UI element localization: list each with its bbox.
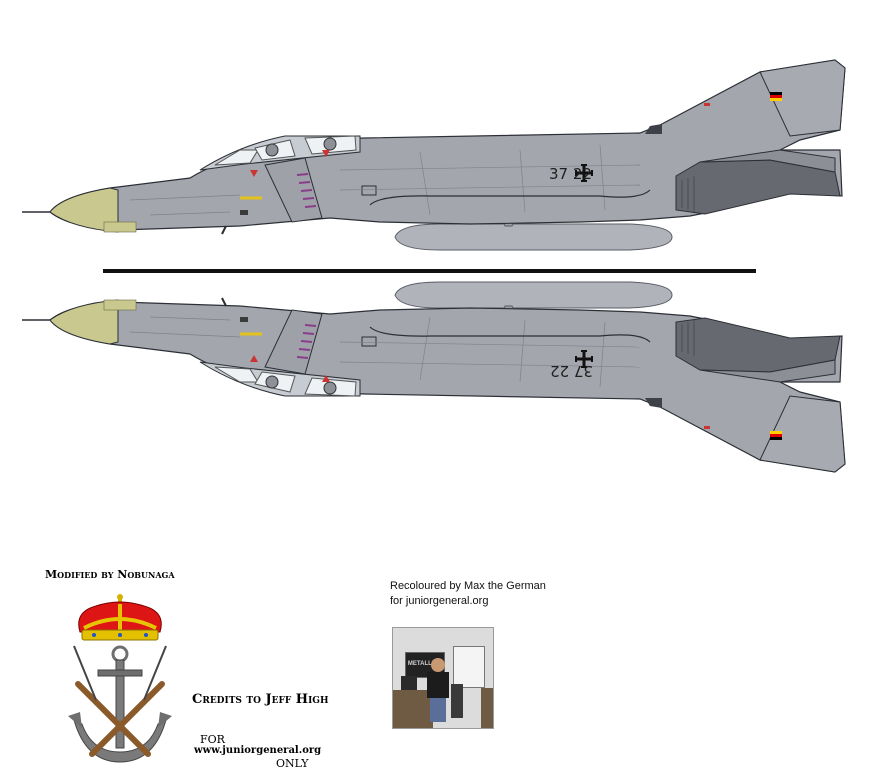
aircraft-drawings: 37 22 37 22 — [20, 58, 847, 474]
desk — [393, 690, 433, 728]
serial-number-bottom: 37 22 — [550, 362, 593, 380]
website-link[interactable]: www.juniorgeneral.org — [194, 745, 322, 756]
window — [453, 646, 485, 688]
for-label: FOR — [200, 733, 225, 746]
recolourer-avatar: METALLICA — [392, 627, 494, 729]
person-head — [431, 658, 445, 672]
monitor — [401, 676, 417, 690]
recoloured-for-line: for juniorgeneral.org — [390, 595, 489, 607]
person-jacket — [427, 672, 449, 698]
serial-number-top: 37 22 — [549, 165, 592, 183]
person-jeans — [430, 698, 446, 722]
modified-by-credit: Modified by Nobunaga — [45, 568, 175, 581]
poster-text: METALLICA — [407, 661, 443, 667]
shelf — [481, 688, 493, 728]
credits-to-line: Credits to Jeff High — [192, 692, 329, 707]
phantom-side-view-bottom — [20, 280, 847, 474]
divider-line — [103, 269, 756, 273]
chair — [451, 684, 463, 718]
only-label: ONLY — [276, 757, 309, 770]
phantom-side-view-top — [20, 58, 847, 252]
recoloured-by-line: Recoloured by Max the German — [390, 580, 546, 592]
crown-anchor-emblem — [68, 594, 172, 763]
